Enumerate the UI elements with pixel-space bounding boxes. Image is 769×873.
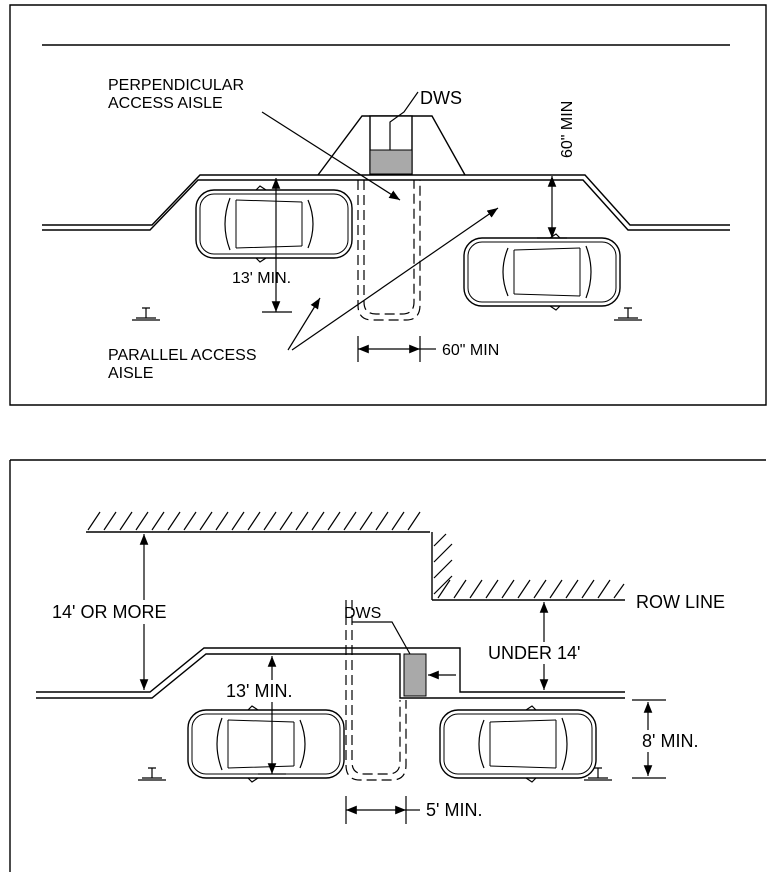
top-dws-pad [369, 149, 413, 175]
top-perp-label-line2: ACCESS AISLE [108, 95, 223, 112]
top-right-car [464, 234, 620, 310]
bottom-aisle-outer [345, 600, 407, 781]
bottom-hatch-upper [87, 511, 421, 531]
bottom-14more-label-bg [50, 600, 186, 624]
top-60min-horizontal-label: 60" MIN [442, 342, 499, 359]
top-curb-outer [42, 174, 730, 226]
top-perp-aisle-inner [363, 180, 415, 315]
bottom-row-line-label: ROW LINE [636, 592, 725, 612]
top-curb-inner [42, 179, 730, 231]
bottom-under14-label-bg [484, 642, 596, 664]
bottom-dws-label: DWS [344, 605, 381, 622]
top-panel-border [9, 4, 767, 406]
top-parallel-leader-right [291, 207, 499, 351]
bottom-14more-label: 14' OR MORE [52, 602, 166, 622]
bottom-curb-inner [36, 653, 625, 699]
bottom-stop-symbol-right [584, 767, 612, 781]
bottom-8min-label: 8' MIN. [642, 731, 698, 751]
bottom-dws-leader [352, 621, 411, 655]
bottom-panel-border [9, 459, 766, 872]
top-perp-leader [261, 111, 401, 201]
top-60min-vertical-label: 60" MIN [559, 101, 576, 158]
bottom-panel: ROW LINE DWS 14' OR MORE UNDER 14' 13' M… [9, 459, 766, 872]
top-dws-leader [389, 91, 419, 150]
top-parallel-leader-left [287, 297, 321, 351]
bottom-stop-symbol-left [138, 767, 166, 781]
bottom-aisle-inner [351, 600, 401, 775]
top-13min-label: 13' MIN. [232, 270, 291, 287]
top-perp-aisle-outer [357, 180, 421, 321]
top-dws-label: DWS [420, 88, 462, 108]
bottom-hatch-step [433, 533, 453, 595]
top-parallel-label-line1: PARALLEL ACCESS [108, 347, 257, 364]
top-stop-symbol-right [614, 307, 642, 321]
bottom-13min-label: 13' MIN. [226, 681, 292, 701]
bottom-right-car [440, 706, 596, 782]
top-stop-symbol-left [132, 307, 160, 321]
bottom-hatch-lower [437, 579, 625, 599]
bottom-left-car [187, 705, 345, 783]
bottom-13min-label-bg [222, 680, 324, 702]
bottom-curb-outer [36, 647, 625, 693]
bottom-5min-label: 5' MIN. [426, 800, 482, 820]
top-parallel-label-line2: AISLE [108, 365, 153, 382]
top-left-car [195, 185, 353, 263]
bottom-8min-label-bg [640, 730, 720, 752]
top-perp-label-line1: PERPENDICULAR [108, 77, 244, 94]
bottom-under14-label: UNDER 14' [488, 643, 580, 663]
bottom-dws-pad [403, 653, 427, 697]
top-panel: DWS 13' MIN. 60" MIN PERPENDICULAR ACCES… [9, 4, 767, 406]
